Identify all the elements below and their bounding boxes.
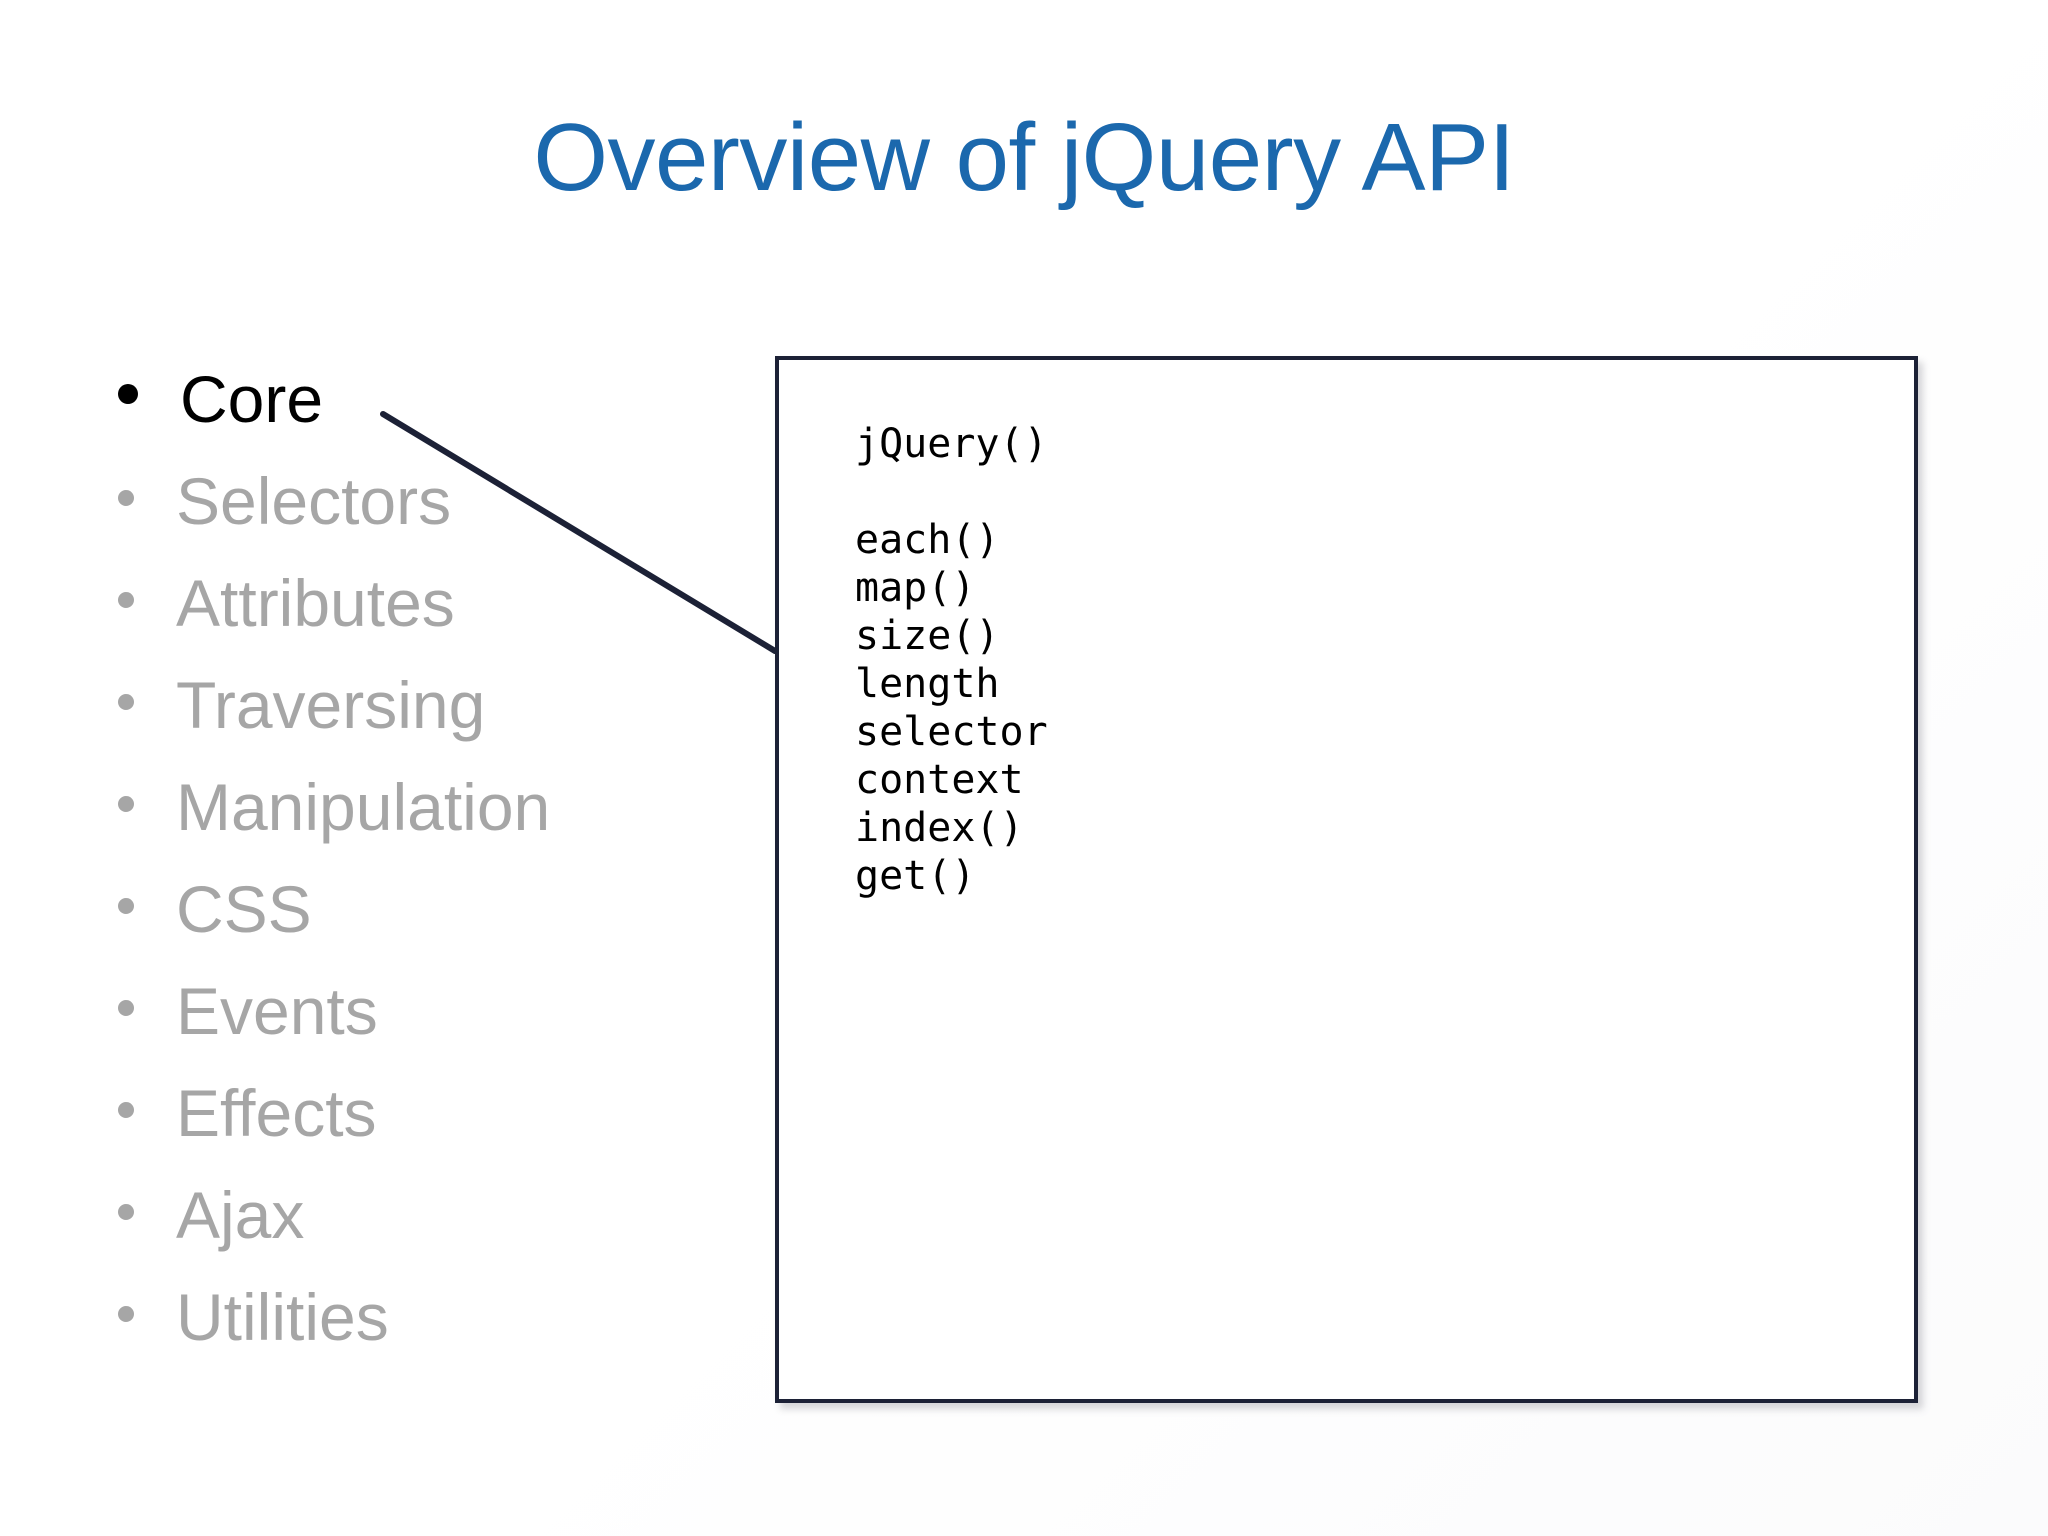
bullet-dot-icon (118, 490, 134, 506)
list-item-label: CSS (176, 872, 312, 946)
outline-list: Core Selectors Attributes Traversing Man… (118, 348, 738, 1368)
list-item[interactable]: Attributes (118, 552, 738, 654)
bullet-dot-icon (118, 796, 134, 812)
list-item[interactable]: Ajax (118, 1164, 738, 1266)
core-api-member-list: jQuery() each() map() size() length sele… (855, 421, 1048, 899)
bullet-dot-icon (118, 898, 134, 914)
bullet-dot-icon (118, 1306, 134, 1322)
list-item-label: Ajax (176, 1178, 305, 1252)
list-item-label: Effects (176, 1076, 377, 1150)
page-title: Overview of jQuery API (533, 104, 1515, 211)
list-item[interactable]: CSS (118, 858, 738, 960)
list-item-label: Utilities (176, 1280, 389, 1354)
list-item-label: Attributes (176, 566, 455, 640)
list-item-label: Events (176, 974, 378, 1048)
list-item[interactable]: Manipulation (118, 756, 738, 858)
list-item[interactable]: Events (118, 960, 738, 1062)
list-item-label: Manipulation (176, 770, 551, 844)
core-api-detail-panel: jQuery() each() map() size() length sele… (775, 356, 1918, 1403)
list-item[interactable]: Effects (118, 1062, 738, 1164)
bullet-dot-icon (118, 592, 134, 608)
bullet-dot-icon (118, 1000, 134, 1016)
bullet-dot-icon (118, 1102, 134, 1118)
list-item[interactable]: Utilities (118, 1266, 738, 1368)
list-item[interactable]: Core (118, 348, 738, 450)
list-item[interactable]: Traversing (118, 654, 738, 756)
list-item-label: Core (180, 362, 324, 436)
list-item-label: Traversing (176, 668, 486, 742)
list-item-label: Selectors (176, 464, 452, 538)
bullet-dot-icon (118, 1204, 134, 1220)
list-item[interactable]: Selectors (118, 450, 738, 552)
bullet-dot-icon (118, 694, 134, 710)
bullet-dot-icon (118, 384, 138, 404)
